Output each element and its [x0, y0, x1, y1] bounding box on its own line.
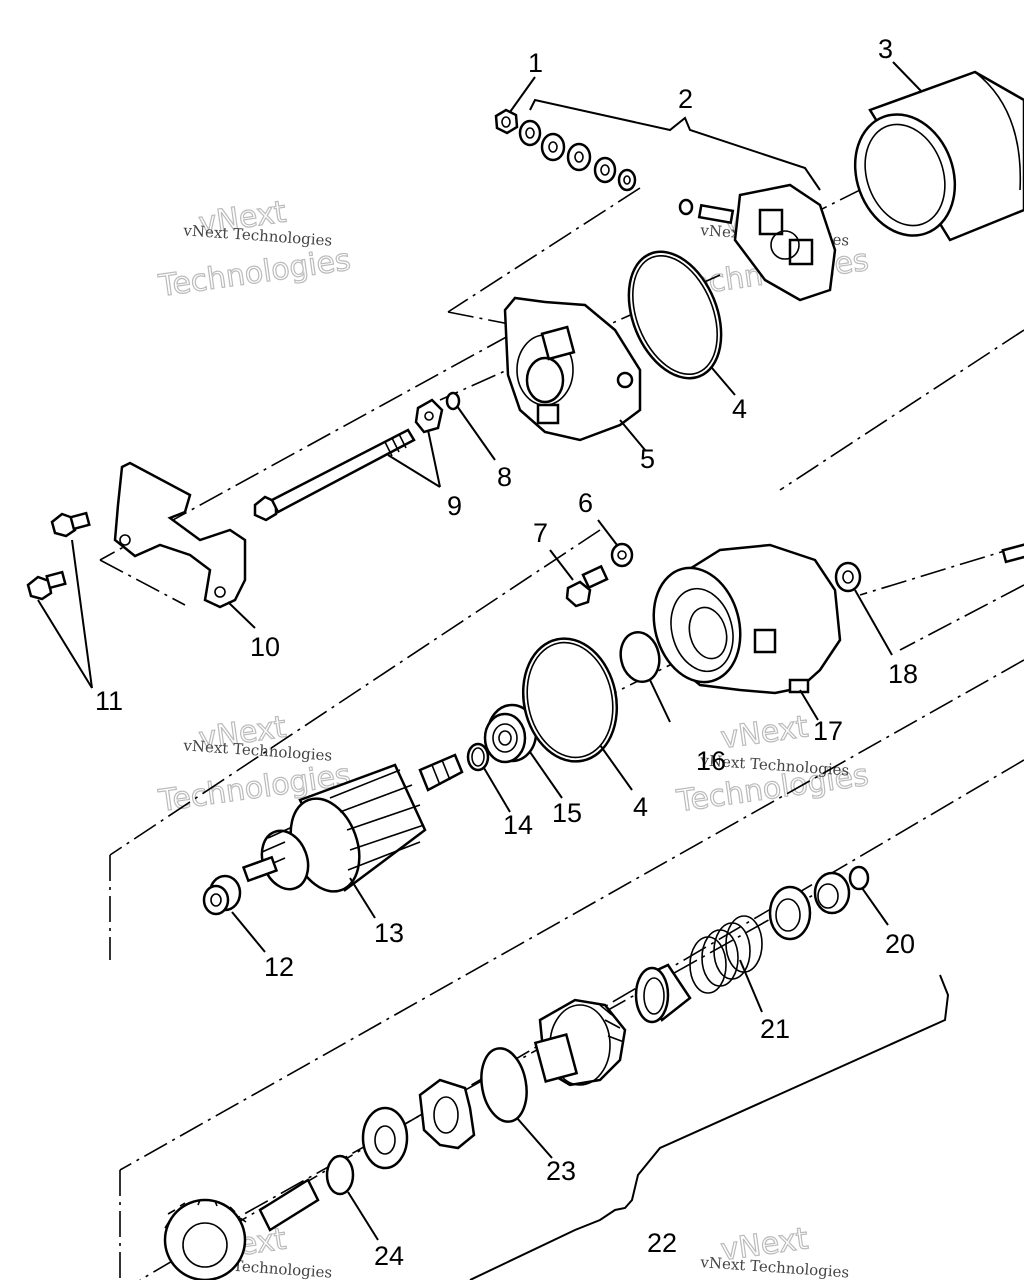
thrust-washer — [361, 1106, 409, 1170]
sleeve-bushing — [768, 885, 812, 941]
callout-3: 3 — [878, 34, 893, 64]
item-23-retaining-ring — [480, 1047, 528, 1123]
callout-4-lower: 4 — [633, 792, 648, 822]
item-3-yoke-housing — [853, 70, 1024, 242]
item-24-snap-ring — [325, 1154, 355, 1196]
callout-14: 14 — [503, 810, 533, 840]
item-9-through-bolt — [253, 398, 444, 522]
through-bolt-right — [1001, 542, 1024, 564]
item-12-bushing — [202, 874, 242, 916]
collar-stopper — [813, 871, 851, 915]
callout-15: 15 — [552, 798, 582, 828]
spacer-collar — [634, 963, 692, 1024]
callout-4-upper: 4 — [732, 394, 747, 424]
callout-23: 23 — [546, 1156, 576, 1186]
callout-16: 16 — [696, 746, 726, 776]
callout-22: 22 — [647, 1228, 677, 1258]
callout-24: 24 — [374, 1241, 404, 1271]
item-21-spring — [689, 915, 763, 994]
svg-text:Technologies: Technologies — [156, 243, 353, 305]
item-10-bracket — [113, 461, 247, 609]
svg-text:vNext Technologies: vNext Technologies — [182, 736, 333, 764]
callout-2: 2 — [678, 84, 693, 114]
callout-8: 8 — [497, 462, 512, 492]
item-17-front-housing — [652, 543, 842, 695]
callout-labels: 1 2 3 4 5 6 7 8 9 10 11 12 13 14 15 4 16… — [95, 34, 918, 1271]
drive-gear-shaft — [163, 1178, 320, 1280]
item-20-snap-ring — [848, 865, 870, 891]
callout-18: 18 — [888, 659, 918, 689]
callout-10: 10 — [250, 632, 280, 662]
item-15-bearing — [483, 703, 538, 764]
item-4-o-ring-lower — [521, 637, 619, 763]
watermark-top-left: vNext Technologies vNext Technologies — [155, 194, 353, 305]
item-4-o-ring-upper — [627, 250, 723, 380]
item-8-small-o-ring — [445, 391, 461, 411]
item-18-washer — [834, 561, 862, 593]
svg-text:vNext: vNext — [719, 709, 811, 756]
item-6-washer — [610, 542, 634, 568]
callout-6: 6 — [578, 488, 593, 518]
split-collar — [418, 1078, 476, 1150]
callout-21: 21 — [760, 1014, 790, 1044]
item-11-bolts — [26, 511, 91, 601]
callout-7: 7 — [533, 518, 548, 548]
callout-17: 17 — [813, 716, 843, 746]
callout-13: 13 — [374, 918, 404, 948]
group-2-bracket — [529, 98, 821, 191]
group-22-bracket — [469, 974, 950, 1280]
callout-11: 11 — [95, 686, 123, 716]
callout-12: 12 — [264, 952, 294, 982]
item-7-screw — [565, 564, 609, 608]
callout-5: 5 — [640, 444, 655, 474]
item-14-snap-ring — [466, 742, 490, 772]
watermark-bottom-right: vNext vNext Technologies — [699, 1221, 850, 1280]
item-13-armature — [241, 753, 464, 893]
svg-text:vNext Technologies: vNext Technologies — [182, 221, 333, 249]
leader-lines — [37, 61, 923, 1241]
item-5-rear-cover — [503, 296, 642, 442]
callout-1: 1 — [528, 48, 543, 78]
callout-9: 9 — [447, 491, 462, 521]
item-2-washer-set — [518, 119, 837, 302]
callout-20: 20 — [885, 929, 915, 959]
item-16-o-ring — [619, 630, 661, 684]
overrunning-clutch — [533, 998, 627, 1087]
item-1-nut — [494, 108, 519, 135]
